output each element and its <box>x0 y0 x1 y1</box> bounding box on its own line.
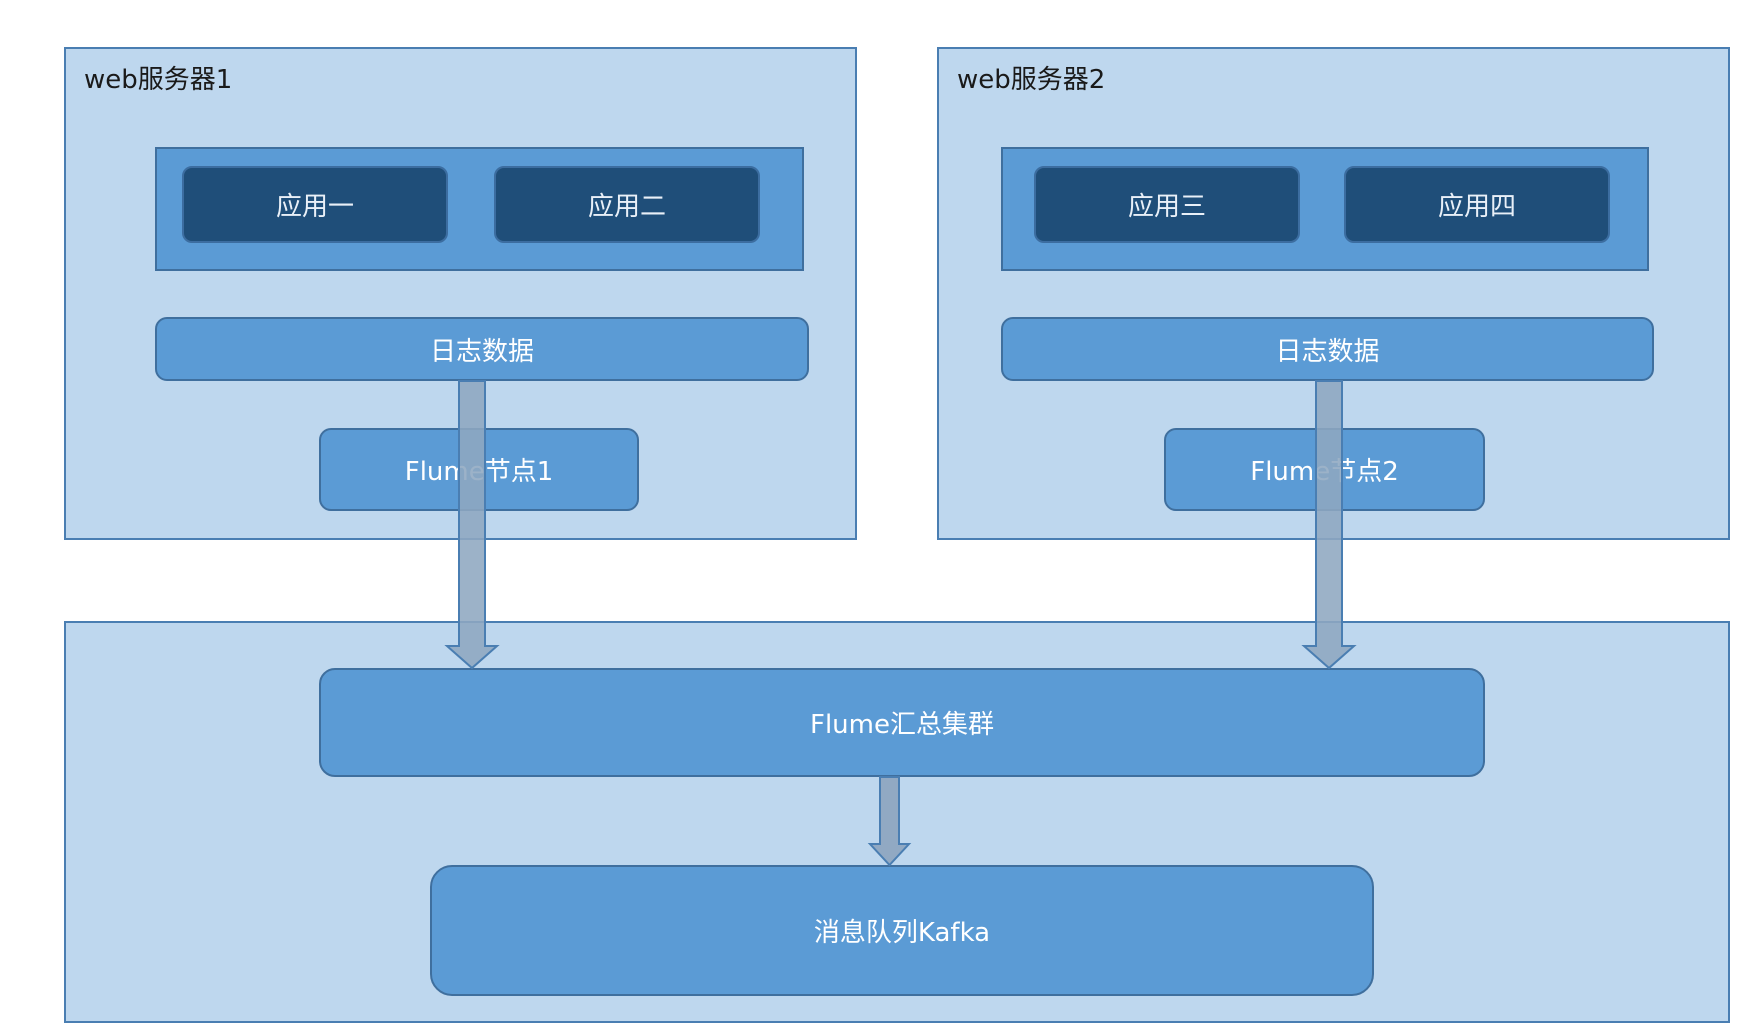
arrow-node1-to-cluster <box>444 380 500 670</box>
app-4-box: 应用四 <box>1344 166 1610 243</box>
flume-cluster-label: Flume汇总集群 <box>810 710 994 740</box>
kafka-queue-box: 消息队列Kafka <box>430 865 1374 996</box>
app-4-label: 应用四 <box>1437 192 1516 222</box>
log-data-label-2: 日志数据 <box>1275 336 1380 367</box>
log-data-label-1: 日志数据 <box>429 336 534 367</box>
app-3-box: 应用三 <box>1034 166 1300 243</box>
arrow-node2-to-cluster <box>1301 380 1357 670</box>
app-1-box: 应用一 <box>182 166 448 243</box>
web-server-2-title: web服务器2 <box>957 65 1106 95</box>
web-server-1-title: web服务器1 <box>84 65 233 95</box>
app-2-label: 应用二 <box>587 192 666 222</box>
app-3-label: 应用三 <box>1127 192 1206 222</box>
app-1-label: 应用一 <box>275 192 354 222</box>
app-2-box: 应用二 <box>494 166 760 243</box>
arrow-cluster-to-kafka <box>867 776 912 867</box>
kafka-queue-label: 消息队列Kafka <box>813 918 991 948</box>
flume-cluster-box: Flume汇总集群 <box>319 668 1485 777</box>
